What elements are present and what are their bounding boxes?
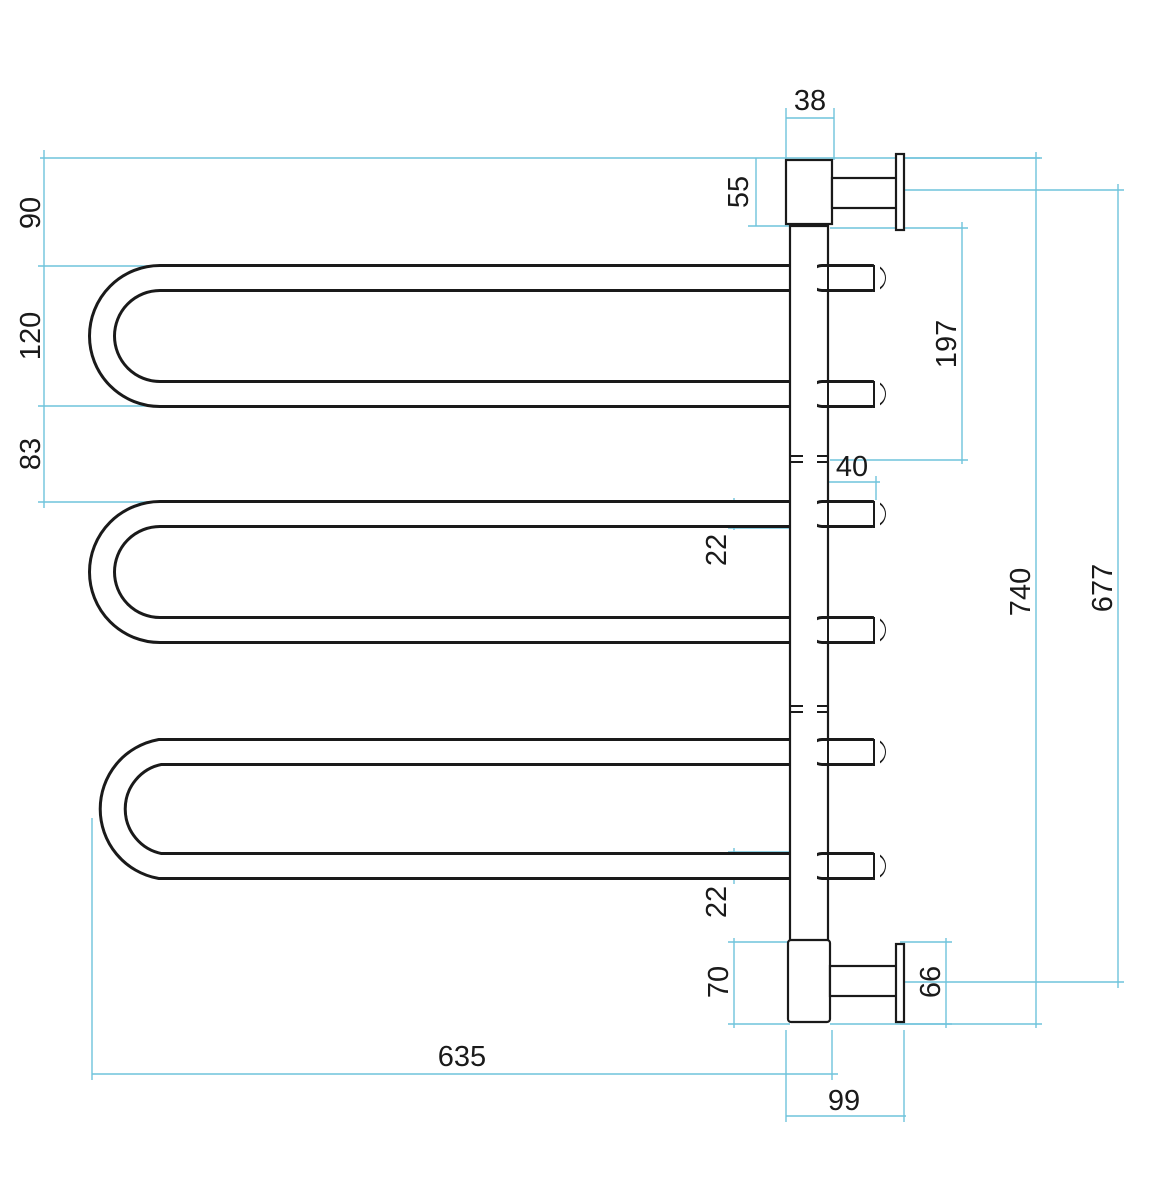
dim-segment-spacing: 197 — [931, 320, 963, 368]
dim-segment-width: 40 — [836, 451, 868, 483]
dim-total-width: 635 — [438, 1041, 486, 1073]
dim-top-bracket-height: 55 — [723, 176, 755, 208]
dim-wall-plate: 66 — [915, 966, 947, 998]
dim-tube-diameter-lower: 22 — [701, 886, 733, 918]
u-tube-middle — [88, 500, 810, 644]
dim-total-height: 740 — [1005, 568, 1037, 616]
tube-end-caps — [789, 226, 886, 944]
dim-bottom-bracket-height: 70 — [703, 966, 735, 998]
dim-top-width: 38 — [794, 85, 826, 117]
dimension-labels: 38 55 90 120 83 197 40 22 22 740 677 70 … — [15, 85, 1119, 1117]
dim-tube-diameter-upper: 22 — [701, 534, 733, 566]
dim-top-offset: 90 — [15, 197, 47, 229]
dim-loop-height: 120 — [15, 312, 47, 360]
bottom-wall-mount — [786, 938, 906, 1024]
dim-wall-depth: 99 — [828, 1085, 860, 1117]
top-wall-mount — [784, 152, 906, 232]
dim-mount-distance: 677 — [1087, 564, 1119, 612]
u-tube-top — [88, 264, 810, 408]
dim-loop-gap: 83 — [15, 438, 47, 470]
u-tube-bottom — [98, 738, 810, 880]
dimension-lines — [38, 108, 1124, 1122]
